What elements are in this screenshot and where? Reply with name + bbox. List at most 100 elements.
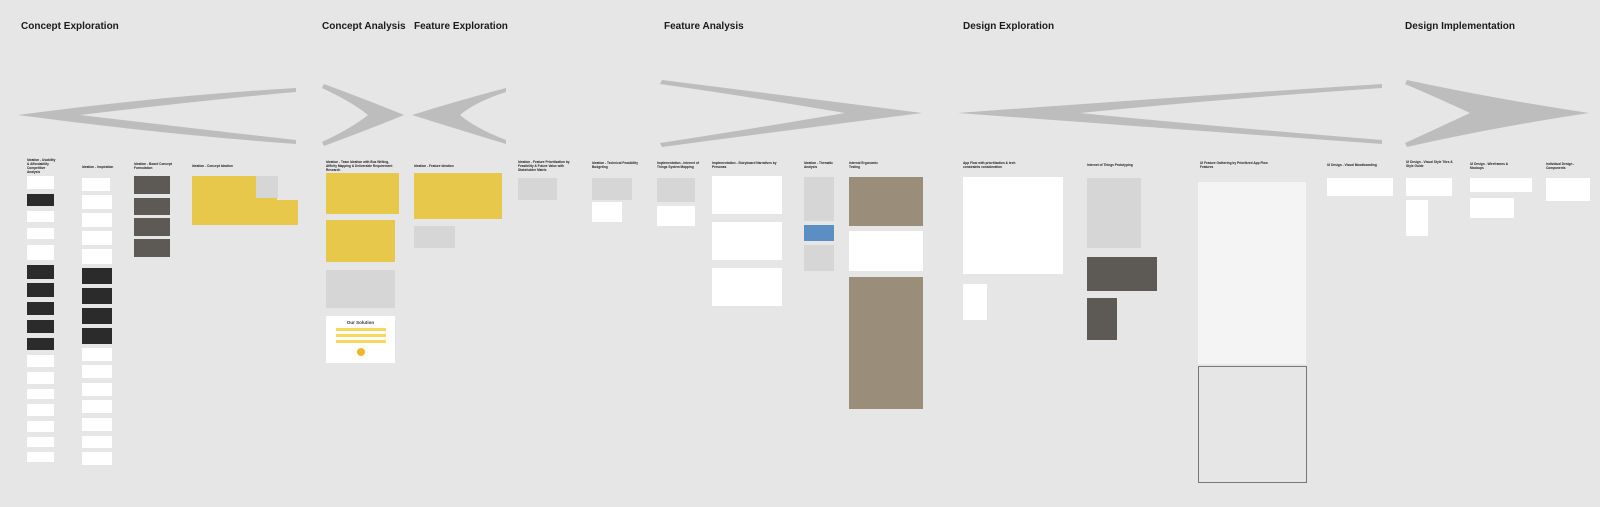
iot-prototype-photo[interactable] xyxy=(1087,298,1117,340)
iot-prototype-photo[interactable] xyxy=(1087,178,1141,248)
phase-title-concept-analysis: Concept Analysis xyxy=(322,21,406,32)
thematic-photo[interactable] xyxy=(804,177,834,221)
whiteboard-photo[interactable] xyxy=(326,270,395,308)
column-label: Ideation - Thematic Analysis xyxy=(804,161,834,169)
whiteboard-photo[interactable] xyxy=(134,218,170,236)
phase-title-design-exploration: Design Exploration xyxy=(963,21,1055,32)
ergonomic-results-card[interactable] xyxy=(849,231,923,271)
inspiration-screenshot[interactable] xyxy=(82,328,112,344)
stakeholder-matrix[interactable] xyxy=(518,178,557,200)
inspiration-screenshot[interactable] xyxy=(82,288,112,304)
column-label: Ideation - Team Ideation with Bus Writin… xyxy=(326,160,393,172)
inspiration-screenshot[interactable] xyxy=(82,213,112,227)
style-guide[interactable] xyxy=(1406,200,1428,236)
research-screenshot[interactable] xyxy=(27,421,54,432)
column-label: UI Design - Wireframes & Mockups xyxy=(1470,162,1509,170)
column-label: Ideation - Inspiration xyxy=(82,165,114,169)
inspiration-screenshot[interactable] xyxy=(82,452,112,465)
column-label: Ideation - Board Concept Formulation xyxy=(134,162,172,170)
whiteboard-photo[interactable] xyxy=(134,198,170,215)
whiteboard-photo[interactable] xyxy=(134,176,170,194)
budget-notes[interactable] xyxy=(592,202,622,222)
chevron-left-concept-exploration xyxy=(18,88,296,144)
column-label: App Flow with prioritization & tech cons… xyxy=(963,161,1016,169)
ui-flow-sketch-frame[interactable] xyxy=(1198,366,1307,483)
ui-feature-gathering-collage[interactable] xyxy=(1198,182,1306,364)
research-screenshot[interactable] xyxy=(27,389,54,399)
phase-title-feature-exploration: Feature Exploration xyxy=(414,21,508,32)
storyboard-card[interactable] xyxy=(712,176,782,214)
team-ideation-photo[interactable] xyxy=(326,173,399,214)
solution-title: Our Solution xyxy=(346,320,375,325)
column-label: UI Feature Gathering by Prioritized App … xyxy=(1200,161,1268,169)
inspiration-screenshot[interactable] xyxy=(82,365,112,378)
solution-highlight xyxy=(335,340,386,343)
concept-sticky-board[interactable] xyxy=(192,200,298,225)
iot-notes[interactable] xyxy=(657,206,695,226)
inspiration-screenshot[interactable] xyxy=(82,348,112,361)
inspiration-screenshot[interactable] xyxy=(82,178,110,191)
inspiration-screenshot[interactable] xyxy=(82,195,112,209)
app-flow-legend[interactable] xyxy=(963,284,987,320)
inspiration-screenshot[interactable] xyxy=(82,436,112,448)
concept-photo[interactable] xyxy=(256,176,278,198)
research-screenshot[interactable] xyxy=(27,245,54,260)
chevron-right-concept-analysis xyxy=(322,84,404,146)
visual-moodboard[interactable] xyxy=(1327,178,1393,196)
inspiration-screenshot[interactable] xyxy=(82,268,112,284)
priority-notes[interactable] xyxy=(518,204,558,244)
inspiration-screenshot[interactable] xyxy=(82,308,112,324)
research-screenshot[interactable] xyxy=(27,404,54,416)
iot-system-map[interactable] xyxy=(657,178,695,202)
mockup-card[interactable] xyxy=(1470,198,1514,218)
chevron-right-design-implementation xyxy=(1405,80,1589,147)
research-screenshot[interactable] xyxy=(27,338,54,350)
column-label: Internal Ergonomic Testing xyxy=(849,161,879,169)
feasibility-sheet[interactable] xyxy=(592,178,632,200)
affinity-mapping-photo[interactable] xyxy=(326,220,395,262)
ergonomic-testing-photo[interactable] xyxy=(849,277,923,409)
inspiration-screenshot[interactable] xyxy=(82,400,112,413)
storyboard-card[interactable] xyxy=(712,268,782,306)
column-label: UI Design - Visual Style Tiles & Style G… xyxy=(1406,160,1453,168)
ergonomic-testing-photo[interactable] xyxy=(849,177,923,226)
research-screenshot[interactable] xyxy=(27,320,54,333)
thematic-photo[interactable] xyxy=(804,225,834,241)
iot-prototype-photo[interactable] xyxy=(1087,257,1157,291)
components-sheet[interactable] xyxy=(1546,178,1590,201)
whiteboard-photo[interactable] xyxy=(134,239,170,257)
storyboard-card[interactable] xyxy=(712,222,782,260)
research-screenshot[interactable] xyxy=(27,194,54,206)
inspiration-screenshot[interactable] xyxy=(82,418,112,431)
research-screenshot[interactable] xyxy=(27,302,54,315)
column-label: Implementation - Internet of Things Syst… xyxy=(657,161,699,169)
column-label: Ideation - Feature Prioritization by Fea… xyxy=(518,160,570,172)
column-label: Ideation - Usability & Affordability Com… xyxy=(27,158,56,174)
research-screenshot[interactable] xyxy=(27,372,54,384)
inspiration-screenshot[interactable] xyxy=(82,383,112,396)
research-screenshot[interactable] xyxy=(27,437,54,447)
phase-title-design-implementation: Design Implementation xyxy=(1405,21,1516,32)
phase-title-feature-analysis: Feature Analysis xyxy=(664,21,744,32)
chevron-right-feature-analysis xyxy=(660,80,922,147)
research-screenshot[interactable] xyxy=(27,176,54,189)
inspiration-screenshot[interactable] xyxy=(82,249,112,264)
feature-ideation-board[interactable] xyxy=(414,173,502,219)
research-screenshot[interactable] xyxy=(27,265,54,279)
research-screenshot[interactable] xyxy=(27,228,54,239)
research-screenshot[interactable] xyxy=(27,355,54,367)
thematic-photo[interactable] xyxy=(804,245,834,271)
our-solution-card[interactable]: Our Solution xyxy=(326,316,395,363)
research-screenshot[interactable] xyxy=(27,211,54,222)
feature-ideation-photo[interactable] xyxy=(414,226,455,248)
app-flow-diagram[interactable] xyxy=(963,177,1063,274)
solution-highlight xyxy=(335,334,386,337)
column-label: UI Design - Visual Moodboarding xyxy=(1327,163,1377,167)
style-tile[interactable] xyxy=(1406,178,1452,196)
research-screenshot[interactable] xyxy=(27,283,54,297)
wireframe-row[interactable] xyxy=(1470,178,1532,192)
research-screenshot[interactable] xyxy=(27,452,54,462)
inspiration-screenshot[interactable] xyxy=(82,231,112,245)
